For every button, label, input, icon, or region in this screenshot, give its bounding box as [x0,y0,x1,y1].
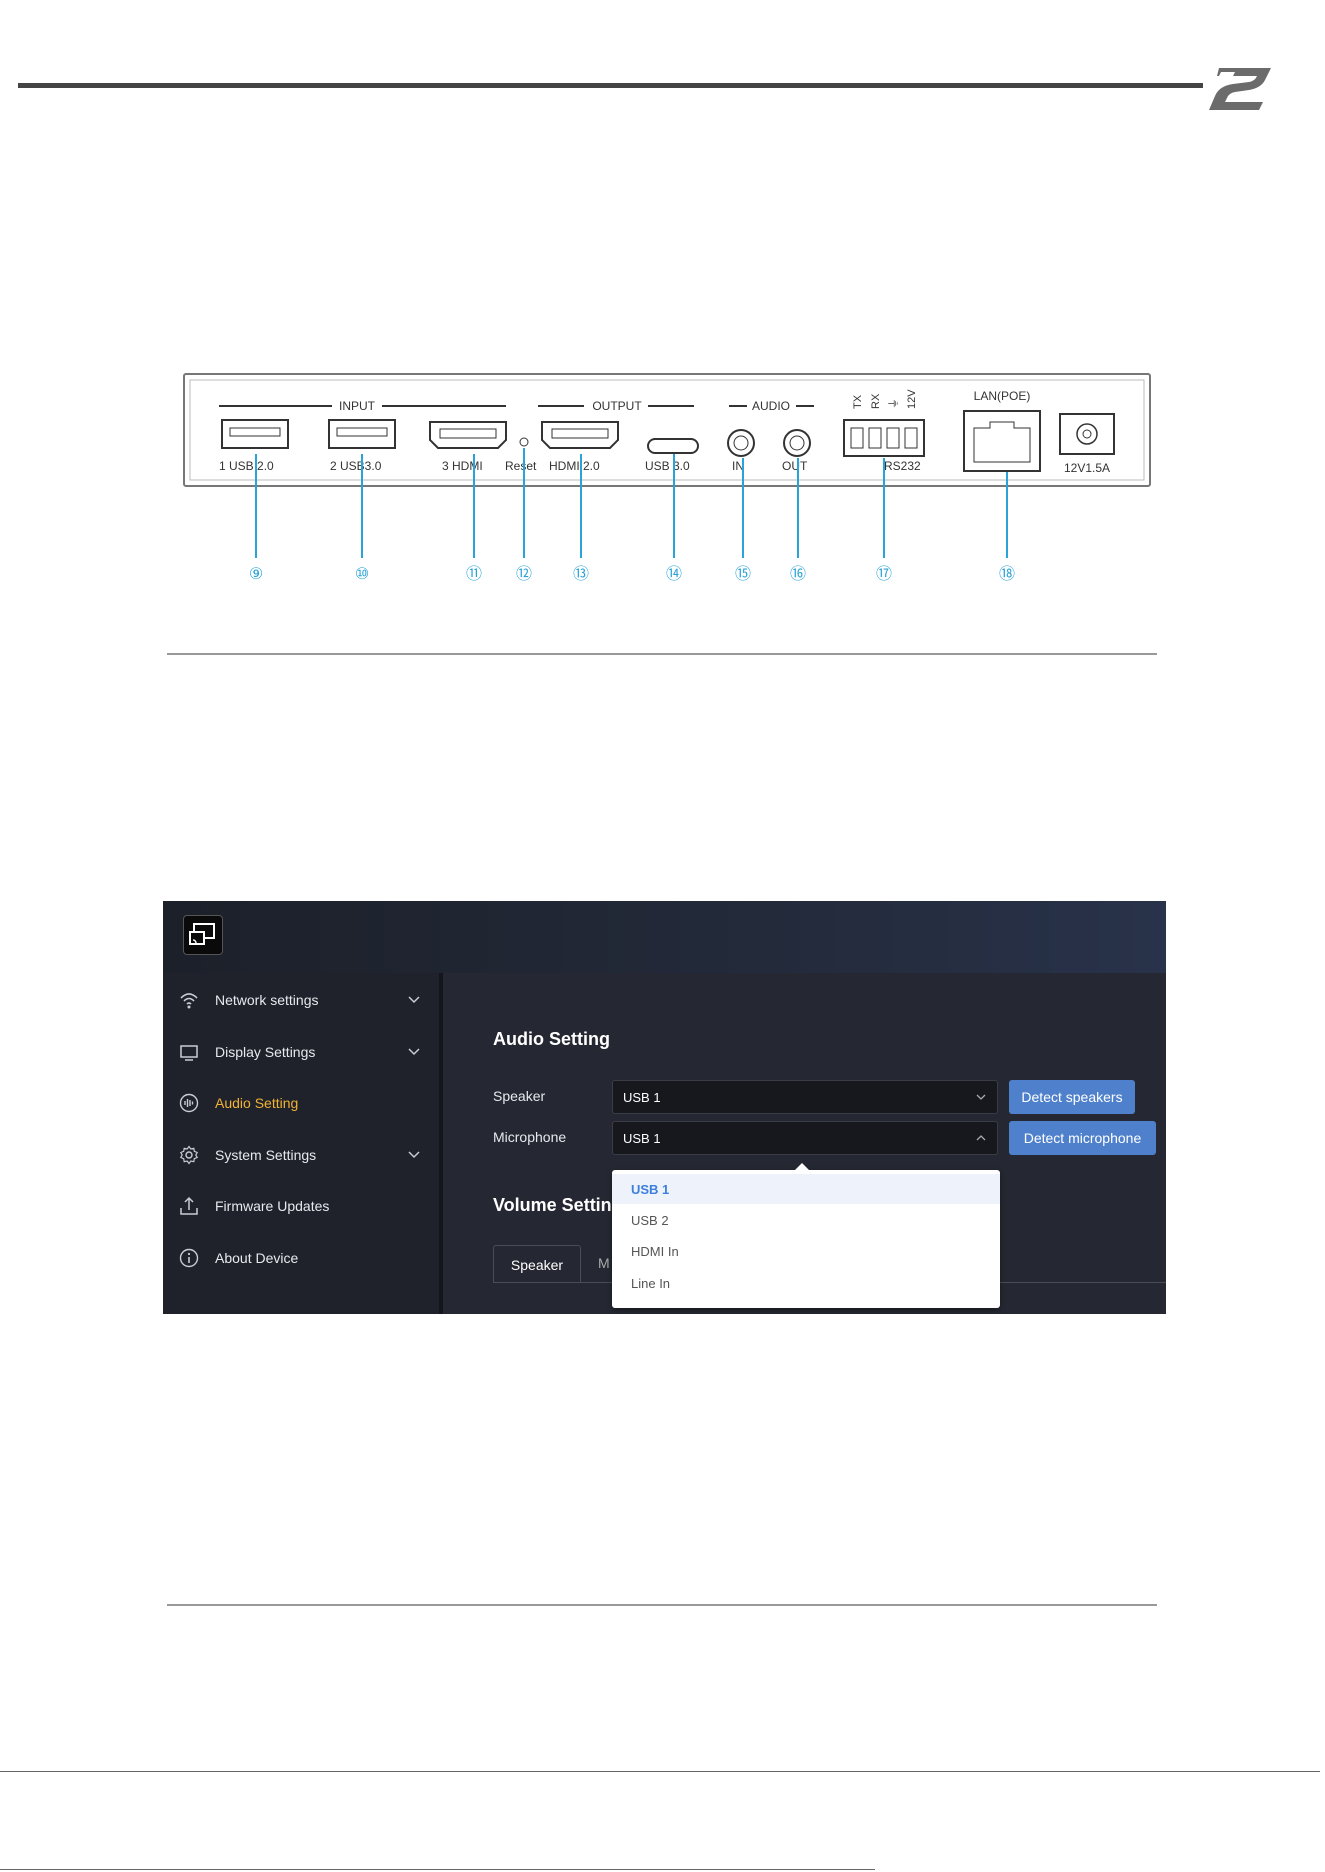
wifi-icon [179,990,199,1010]
detect-speakers-button[interactable]: Detect speakers [1009,1080,1135,1114]
device-back-panel: INPUT OUTPUT AUDIO LAN(POE) TX RX ⏚ 12V … [183,373,1151,583]
sidebar-item-label: Firmware Updates [215,1198,330,1214]
section-divider [167,1604,1157,1606]
detect-microphone-button[interactable]: Detect microphone [1009,1121,1156,1155]
header-rule [18,83,1203,88]
port-label-hdmi-in: 3 HDMI [442,459,483,473]
callout-14: ⑭ [666,565,682,583]
port-label-audio-in: IN [732,459,744,473]
callout-16: ⑯ [790,565,806,583]
tab-speaker[interactable]: Speaker [493,1245,581,1283]
power-label: 12V1.5A [1064,461,1110,475]
dropdown-option-usb2[interactable]: USB 2 [631,1212,669,1228]
footer-rule [0,1771,1320,1772]
audio-settings-screenshot: Network settings Display Settings Audio … [163,901,1166,1314]
port-label-usb20: 1 USB 2.0 [219,459,274,473]
sidebar-item-label: System Settings [215,1147,317,1163]
sidebar-divider [439,973,443,1314]
port-label-rs232: RS232 [884,459,921,473]
speaker-select[interactable]: USB 1 [612,1080,998,1114]
output-group-label: OUTPUT [592,399,642,413]
sidebar-item-display[interactable]: Display Settings [163,1032,439,1072]
sidebar-item-label: About Device [215,1250,299,1266]
brand-logo [1209,68,1271,110]
app-header [163,901,1166,973]
info-icon [179,1248,199,1268]
sidebar-item-system[interactable]: System Settings [163,1135,439,1175]
rs232-pin-rx: RX [870,393,882,409]
footer-rule-short [0,1869,875,1870]
rs232-pin-12v: 12V [906,389,918,409]
microphone-select[interactable]: USB 1 [612,1121,998,1155]
port-label-reset: Reset [505,459,537,473]
microphone-select-value: USB 1 [623,1130,661,1146]
callout-11: ⑪ [466,565,482,583]
audio-icon [179,1093,199,1113]
port-label-hdmi-out: HDMI 2.0 [549,459,600,473]
port-label-usbc: USB 3.0 [645,459,690,473]
microphone-label: Microphone [493,1129,567,1145]
callout-17: ⑰ [876,565,892,583]
cast-logo-icon [183,915,223,955]
callout-9: ⑨ [249,566,263,583]
dropdown-caret [795,1163,809,1170]
port-label-audio-out: OUT [782,459,808,473]
chevron-down-icon [408,1048,420,1056]
monitor-icon [179,1042,199,1062]
callout-10: ⑩ [355,566,369,583]
chevron-down-icon [408,1151,420,1159]
section-divider [167,653,1157,655]
upload-icon [179,1196,199,1216]
input-group-label: INPUT [339,399,376,413]
dropdown-option-line-in[interactable]: Line In [631,1275,671,1291]
sidebar-item-label: Network settings [215,992,319,1008]
rs232-pin-gnd: ⏚ [887,398,900,409]
gear-icon [179,1145,199,1165]
callout-18: ⑱ [999,565,1015,583]
microphone-dropdown: USB 1 USB 2 HDMI In Line In [612,1163,1000,1308]
speaker-select-value: USB 1 [623,1089,661,1105]
rs232-pin-tx: TX [852,394,864,409]
volume-setting-title: Volume Setting [493,1195,623,1215]
lan-label: LAN(POE) [974,389,1031,403]
callout-12: ⑫ [516,565,532,583]
sidebar-item-network[interactable]: Network settings [163,980,439,1020]
sidebar-item-audio[interactable]: Audio Setting [163,1083,439,1123]
dropdown-option-usb1[interactable]: USB 1 [612,1174,1000,1204]
speaker-label: Speaker [493,1088,546,1104]
callout-13: ⑬ [573,565,589,583]
sidebar-item-about[interactable]: About Device [163,1238,439,1278]
sidebar: Network settings Display Settings Audio … [163,973,439,1314]
chevron-down-icon [408,996,420,1004]
callout-15: ⑮ [735,565,751,583]
sidebar-item-label: Audio Setting [215,1095,299,1111]
dropdown-option-hdmi-in[interactable]: HDMI In [631,1243,679,1259]
sidebar-item-label: Display Settings [215,1044,316,1060]
audio-group-label: AUDIO [752,399,790,413]
sidebar-item-firmware[interactable]: Firmware Updates [163,1186,439,1226]
chevron-up-icon [976,1135,986,1141]
page-title: Audio Setting [493,1029,610,1049]
chevron-down-icon [976,1094,986,1100]
port-label-usb30: 2 USB3.0 [330,459,382,473]
tab-microphone[interactable]: M [598,1255,610,1271]
